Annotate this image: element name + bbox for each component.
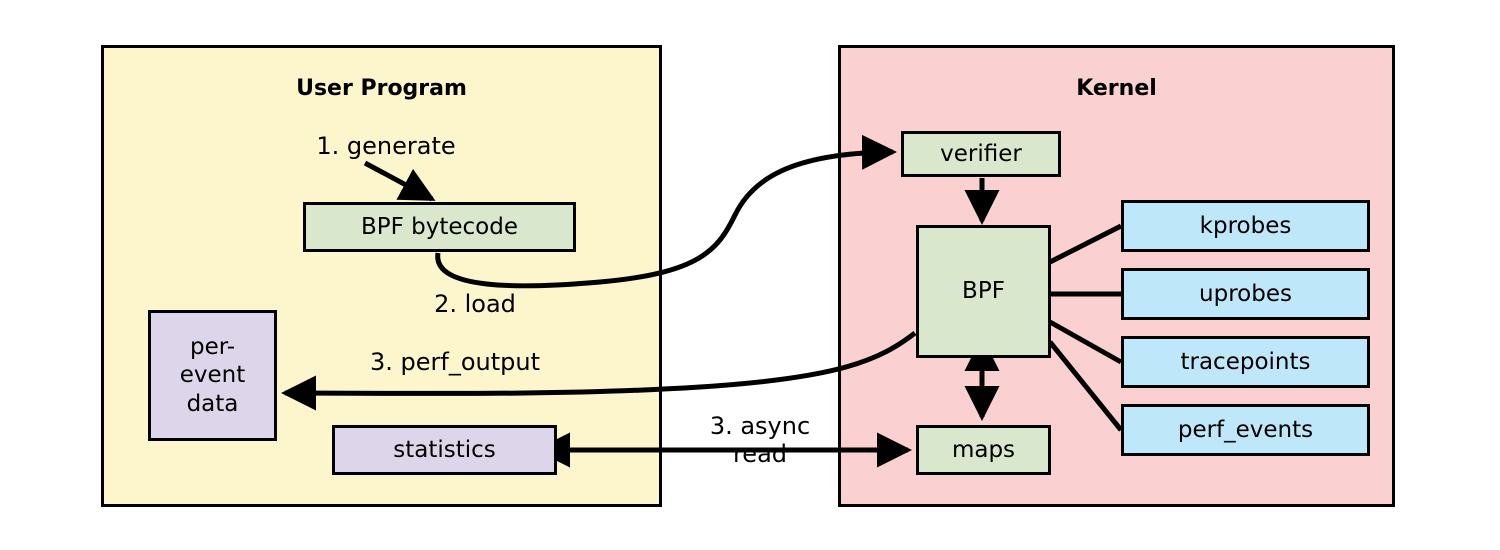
node-statistics-label: statistics bbox=[393, 436, 496, 463]
node-bpf-bytecode[interactable]: BPF bytecode bbox=[303, 202, 576, 252]
node-uprobes[interactable]: uprobes bbox=[1121, 268, 1370, 320]
node-verifier-label: verifier bbox=[940, 140, 1022, 167]
node-tracepoints-label: tracepoints bbox=[1180, 348, 1311, 375]
edge-perf-output-curve bbox=[280, 331, 917, 411]
node-per-event-data-label: per- event data bbox=[179, 334, 246, 417]
edge-load-curve bbox=[435, 134, 897, 289]
edge-bpf-tracepoints bbox=[1048, 319, 1123, 365]
node-uprobes-label: uprobes bbox=[1199, 280, 1292, 307]
edge-label-generate: 1. generate bbox=[316, 132, 456, 160]
node-maps-label: maps bbox=[951, 436, 1016, 463]
node-perf-events[interactable]: perf_events bbox=[1121, 404, 1370, 456]
edge-label-async-read: 3. async read bbox=[709, 412, 811, 469]
node-bpf[interactable]: BPF bbox=[916, 225, 1051, 358]
edge-label-load: 2. load bbox=[434, 290, 516, 318]
node-maps[interactable]: maps bbox=[916, 425, 1051, 475]
edge-generate-arrow bbox=[363, 160, 436, 202]
edge-bpf-perf-events bbox=[1048, 340, 1123, 432]
node-kprobes-label: kprobes bbox=[1199, 212, 1292, 239]
panel-kernel-title: Kernel bbox=[1076, 76, 1157, 101]
edge-bpf-kprobes bbox=[1048, 223, 1123, 265]
panel-user-program-title: User Program bbox=[296, 76, 467, 101]
edge-label-perf-output: 3. perf_output bbox=[369, 348, 540, 376]
node-statistics[interactable]: statistics bbox=[332, 425, 557, 475]
node-bpf-bytecode-label: BPF bytecode bbox=[360, 213, 519, 240]
node-perf-events-label: perf_events bbox=[1177, 416, 1314, 443]
node-verifier[interactable]: verifier bbox=[901, 131, 1061, 177]
node-kprobes[interactable]: kprobes bbox=[1121, 200, 1370, 252]
node-per-event-data[interactable]: per- event data bbox=[148, 310, 277, 441]
node-bpf-label: BPF bbox=[962, 278, 1005, 305]
node-tracepoints[interactable]: tracepoints bbox=[1121, 336, 1370, 388]
